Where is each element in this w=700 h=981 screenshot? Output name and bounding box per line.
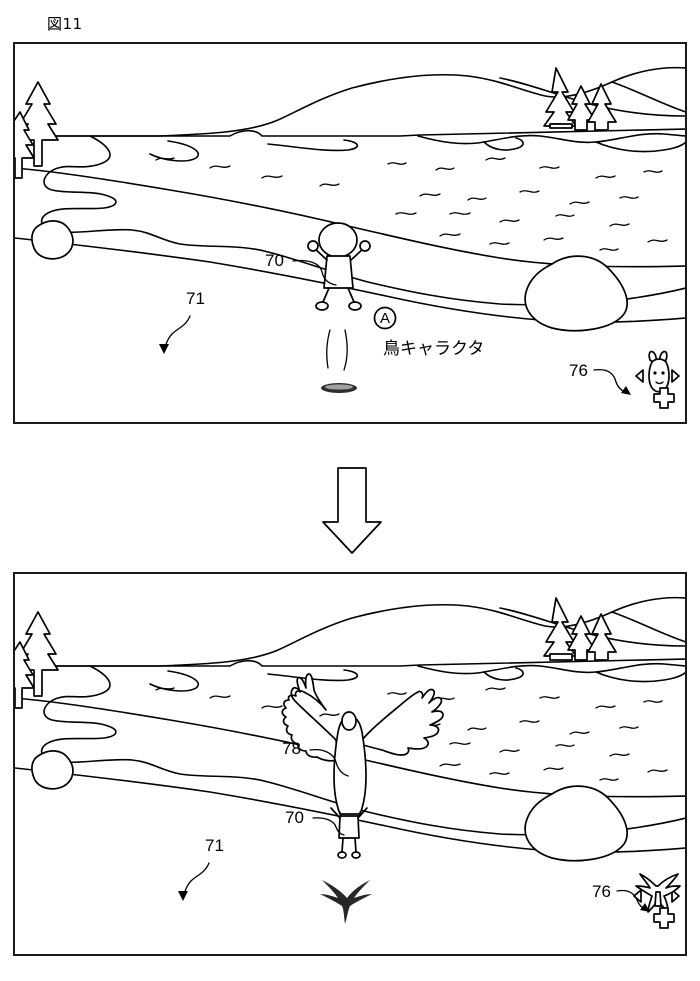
conifer-tree-trunk <box>549 123 573 129</box>
boulder-left <box>31 750 74 790</box>
callout-70-upper: 70 <box>265 251 337 286</box>
shore-island-right <box>417 662 685 675</box>
character-foot-left <box>315 301 329 311</box>
lake-shore-top <box>15 658 685 667</box>
lake-shore-curve <box>40 135 685 306</box>
mountain-ridge-tertiary <box>611 81 685 113</box>
ground-shadow-highlight <box>325 384 353 390</box>
character-leg-right <box>354 837 357 853</box>
character-hand-right <box>359 240 371 252</box>
shore-island-right <box>417 132 685 145</box>
character-torso <box>338 815 360 839</box>
lake-shore-top <box>15 128 685 137</box>
conifer-tree-icon <box>587 83 617 131</box>
conifer-tree-icon <box>15 641 35 709</box>
annotation-circled-a: A <box>373 306 397 330</box>
player-character <box>330 807 368 859</box>
character-head <box>318 222 358 258</box>
conifer-tree-right-trio <box>543 67 617 131</box>
motion-lines <box>326 329 348 371</box>
grass-tufts <box>155 687 668 781</box>
annotation-letter: A <box>380 310 390 327</box>
conifer-tree-icon <box>15 111 35 179</box>
boulder-right <box>524 785 628 862</box>
callout-label: 76 <box>569 361 588 380</box>
callout-label: 78 <box>282 739 301 758</box>
lower-panel: 78 70 71 76 <box>13 572 687 956</box>
bird-character-caption: 鳥キャラクタ <box>383 339 484 359</box>
character-foot-left <box>337 851 347 859</box>
hud-bird-icon-group-lower[interactable]: 76 <box>592 873 681 929</box>
callout-label: 71 <box>205 836 224 855</box>
conifer-tree-icon <box>17 611 59 697</box>
shore-island-right-2 <box>483 137 524 151</box>
shore-island-right-3 <box>595 671 685 683</box>
conifer-tree-left-pair <box>15 611 59 709</box>
callout-label: 76 <box>592 882 611 901</box>
lower-panel-frame <box>13 572 687 956</box>
bird-icon[interactable] <box>635 873 681 913</box>
callout-71-lower: 71 <box>178 836 224 901</box>
conifer-tree-trunk <box>549 653 573 661</box>
player-character <box>307 222 371 311</box>
figure-label: 図11 <box>47 15 83 33</box>
mountain-ridge-tertiary <box>611 611 685 643</box>
conifer-tree-icon <box>567 615 596 661</box>
callout-label: 70 <box>285 808 304 827</box>
plus-icon[interactable] <box>653 387 675 409</box>
shore-island-right-2 <box>483 667 524 681</box>
mountain-ridge-secondary <box>499 607 685 647</box>
giant-bird-with-spread-wings <box>281 673 444 831</box>
character-leg-left <box>341 837 344 853</box>
upper-panel: 70 71 A 鳥キャラクタ 76 <box>13 42 687 424</box>
arrow-left-icon <box>633 889 642 903</box>
conifer-tree-icon <box>567 85 596 131</box>
character-foot-right <box>351 851 361 859</box>
callout-78-lower: 78 <box>282 739 349 777</box>
character-hand-left <box>307 240 319 252</box>
conifer-tree-icon <box>587 613 617 661</box>
bird-shadow-silhouette <box>320 880 372 924</box>
arrow-right-icon <box>671 889 680 903</box>
hud-animal-icon-group-upper[interactable]: 76 <box>569 350 680 409</box>
arrow-left-icon <box>635 369 644 383</box>
animal-head-icon[interactable] <box>648 350 670 393</box>
downward-block-arrow <box>322 467 382 554</box>
lake-shore-curve <box>40 665 685 836</box>
upper-panel-frame <box>13 42 687 424</box>
arrow-right-icon <box>671 369 680 383</box>
bird-head <box>341 711 357 731</box>
character-leg-right <box>347 287 355 303</box>
callout-label: 71 <box>186 289 205 308</box>
conifer-tree-right-trio <box>543 597 617 661</box>
bird-body <box>333 715 367 815</box>
callout-label: 70 <box>265 251 284 270</box>
character-torso <box>323 255 354 289</box>
shore-island-mid <box>267 669 359 682</box>
boulder-left <box>31 220 74 260</box>
callout-70-lower: 70 <box>285 808 345 836</box>
bird-wing-right <box>359 688 444 756</box>
shore-island-right-3 <box>595 141 685 153</box>
boulder-right <box>524 255 628 332</box>
grass-tufts <box>155 157 668 251</box>
conifer-tree-icon <box>17 81 59 167</box>
mountain-ridge-secondary <box>499 77 685 117</box>
character-arm-left <box>330 807 341 819</box>
plus-icon[interactable] <box>653 907 675 929</box>
character-leg-left <box>322 287 330 303</box>
conifer-tree-left-pair <box>15 81 59 179</box>
bird-wing-left <box>281 673 339 762</box>
character-foot-right <box>348 301 362 311</box>
shore-island-mid <box>267 139 359 152</box>
callout-71-upper: 71 <box>159 289 205 354</box>
character-arm-right <box>357 807 368 819</box>
transition-arrow <box>322 467 382 554</box>
